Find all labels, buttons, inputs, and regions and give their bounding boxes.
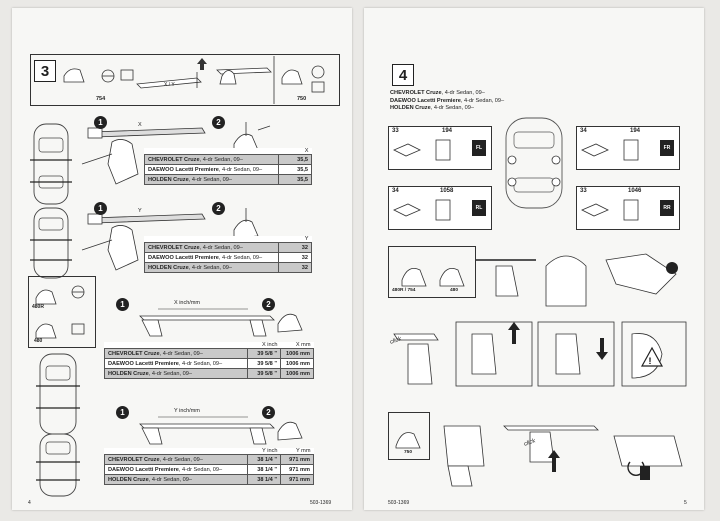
- table-row: DAEWOO Lacetti Premiere, 4-dr Sedan, 09–…: [144, 252, 312, 263]
- car-top-view-1: [30, 123, 72, 205]
- roof-bar-fitting-1: [81, 127, 206, 185]
- warning-icon: !: [649, 356, 652, 366]
- kit-480-frame: [28, 276, 96, 348]
- table-x: X CHEVROLET Cruze, 4-dr Sedan, 09–35,5 D…: [144, 148, 312, 185]
- foot-detail-1: [233, 122, 271, 153]
- foot-label-480r-754: 480R / 754: [392, 288, 416, 293]
- roof-bar-side-2: [139, 416, 275, 445]
- pad-fl-part-a: 33: [392, 128, 399, 134]
- pad-fl-illustration: [393, 139, 451, 161]
- foot-label-480: 480: [450, 288, 459, 293]
- dim-y-inch-label: Y inch/mm: [174, 408, 200, 414]
- kit-label-480r: 480R: [32, 304, 44, 310]
- assembly-illustration-row-3: [443, 425, 683, 487]
- right-doc-code: 503-1369: [388, 500, 410, 506]
- car-top-view-2: [30, 207, 72, 279]
- pad-fr-part-a: 34: [580, 128, 587, 134]
- table-row: CHEVROLET Cruze, 4-dr Sedan, 09–32: [144, 242, 312, 253]
- substep-1-c: 1: [116, 298, 129, 311]
- foot-750-illustration: [395, 432, 421, 449]
- substep-2-d: 2: [262, 406, 275, 419]
- substep-2-b: 2: [212, 202, 225, 215]
- substep-1-b: 1: [94, 202, 107, 215]
- car-top-view-4: [36, 433, 80, 497]
- part-label-750: 750: [297, 96, 307, 102]
- table-row: HOLDEN Cruze, 4-dr Sedan, 09–39 5/8 "100…: [104, 368, 314, 379]
- roof-bar-side-1: [139, 308, 275, 337]
- table-row: CHEVROLET Cruze, 4-dr Sedan, 09–38 1/4 "…: [104, 454, 314, 465]
- dim-x-inch-label: X inch/mm: [174, 300, 200, 306]
- substep-1-d: 1: [116, 406, 129, 419]
- list-item: CHEVROLET Cruze, 4-dr Sedan, 09–: [390, 90, 485, 96]
- right-page-number: 5: [684, 500, 687, 506]
- table-y: Y CHEVROLET Cruze, 4-dr Sedan, 09–32 DAE…: [144, 236, 312, 273]
- vehicle-list: CHEVROLET Cruze, 4-dr Sedan, 09– DAEWOO …: [390, 90, 504, 113]
- left-doc-code: 503-1369: [310, 500, 332, 506]
- part-label-754: 754: [96, 96, 106, 102]
- foot-label-750: 750: [404, 450, 413, 455]
- left-page-number: 4: [28, 500, 31, 506]
- list-item: HOLDEN Cruze, 4-dr Sedan, 09–: [390, 105, 474, 111]
- xy-label: X / Y: [164, 82, 175, 88]
- left-page: 3 754 X / Y 750 X 1 2: [12, 8, 352, 510]
- assembly-illustration-row-1: [476, 253, 678, 307]
- foot-detail-4: [277, 421, 303, 441]
- dim-x-label: X: [138, 122, 142, 128]
- substep-2-c: 2: [262, 298, 275, 311]
- substep-2-a: 2: [212, 116, 225, 129]
- roof-bar-fitting-2: [81, 213, 206, 271]
- foot-750-frame: [388, 412, 430, 460]
- table-row: DAEWOO Lacetti Premiere, 4-dr Sedan, 09–…: [104, 358, 314, 369]
- dim-y-label: Y: [138, 208, 142, 214]
- header-parts-illustration: [63, 56, 325, 104]
- kit-480-illustration: [35, 285, 85, 339]
- car-top-view-3: [36, 353, 80, 435]
- pad-rl-part-a: 34: [392, 188, 399, 194]
- pad-fr-tag: FR: [660, 140, 674, 156]
- kit-label-480: 480: [34, 338, 43, 344]
- pad-rl-part-b: 1058: [440, 188, 454, 194]
- pad-fr-part-b: 194: [630, 128, 641, 134]
- pad-rr-illustration: [581, 199, 639, 221]
- step-3-header-frame: [30, 54, 340, 106]
- car-top-view-center: [505, 117, 563, 209]
- foot-480-frame: [388, 246, 476, 298]
- pad-rl-tag: RL: [472, 200, 486, 216]
- right-page: 4 CHEVROLET Cruze, 4-dr Sedan, 09– DAEWO…: [364, 8, 704, 510]
- foot-detail-3: [277, 313, 303, 333]
- pad-fl-tag: FL: [472, 140, 486, 156]
- pad-rr-tag: RR: [660, 200, 674, 216]
- table-row: CHEVROLET Cruze, 4-dr Sedan, 09–39 5/8 "…: [104, 348, 314, 359]
- table-row: HOLDEN Cruze, 4-dr Sedan, 09–35,5: [144, 174, 312, 185]
- list-item: DAEWOO Lacetti Premiere, 4-dr Sedan, 09–: [390, 97, 505, 104]
- foot-480-illustration: [401, 267, 465, 287]
- table-row: DAEWOO Lacetti Premiere, 4-dr Sedan, 09–…: [144, 164, 312, 175]
- step-number-4: 4: [392, 64, 414, 86]
- table-row: HOLDEN Cruze, 4-dr Sedan, 09–32: [144, 262, 312, 273]
- table-row: HOLDEN Cruze, 4-dr Sedan, 09–38 1/4 "971…: [104, 474, 314, 485]
- step-number-3: 3: [34, 60, 56, 82]
- substep-1-a: 1: [94, 116, 107, 129]
- pad-rl-illustration: [393, 199, 451, 221]
- pad-rr-part-b: 1046: [628, 188, 642, 194]
- pad-fr-illustration: [581, 139, 639, 161]
- foot-detail-2: [233, 208, 259, 239]
- assembly-illustration-row-2: !: [393, 321, 687, 387]
- table-row: DAEWOO Lacetti Premiere, 4-dr Sedan, 09–…: [104, 464, 314, 475]
- pad-fl-part-b: 194: [442, 128, 453, 134]
- pad-rr-part-a: 33: [580, 188, 587, 194]
- table-row: CHEVROLET Cruze, 4-dr Sedan, 09–35,5: [144, 154, 312, 165]
